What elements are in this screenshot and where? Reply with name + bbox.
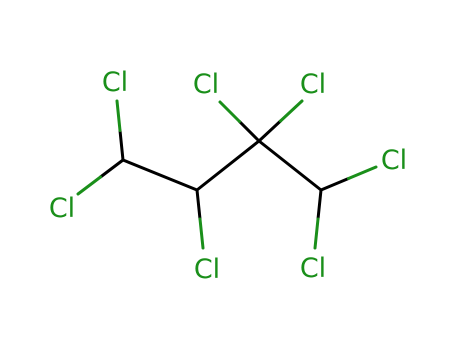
bond-c2-c3 [195,139,261,192]
bond-c1-cl1-a [118,129,125,162]
bond-c2-cl5-a [195,188,202,221]
atom-label-cl6: Cl [300,253,326,284]
bond-layer [76,99,378,250]
bond-c4-cl6-a [316,188,323,221]
atom-label-cl2: Cl [49,193,75,224]
atom-label-cl5: Cl [194,254,220,285]
bond-c4-cl6-b [313,217,320,250]
bond-c3-cl4-b [279,99,304,123]
atom-label-cl3: Cl [193,69,219,100]
bond-c1-cl2-a [99,158,125,179]
atom-label-layer: Cl Cl Cl Cl Cl Cl Cl [49,67,407,285]
bond-c3-cl3-a [238,120,261,143]
bond-c3-cl4-a [257,119,282,143]
bond-c4-cl7-b [347,165,378,180]
bond-c3-c4 [257,139,323,192]
bond-c3-cl3-b [218,100,241,123]
bond-c4-cl7-a [319,177,350,192]
bond-c2-cl5-b [198,217,205,250]
atom-label-cl7: Cl [381,145,407,176]
bond-c1-cl1-b [115,99,122,132]
atom-label-cl1: Cl [102,67,128,98]
atom-label-cl4: Cl [300,69,326,100]
bond-c1-c2 [121,158,199,192]
bond-c1-cl2-b [76,175,102,196]
